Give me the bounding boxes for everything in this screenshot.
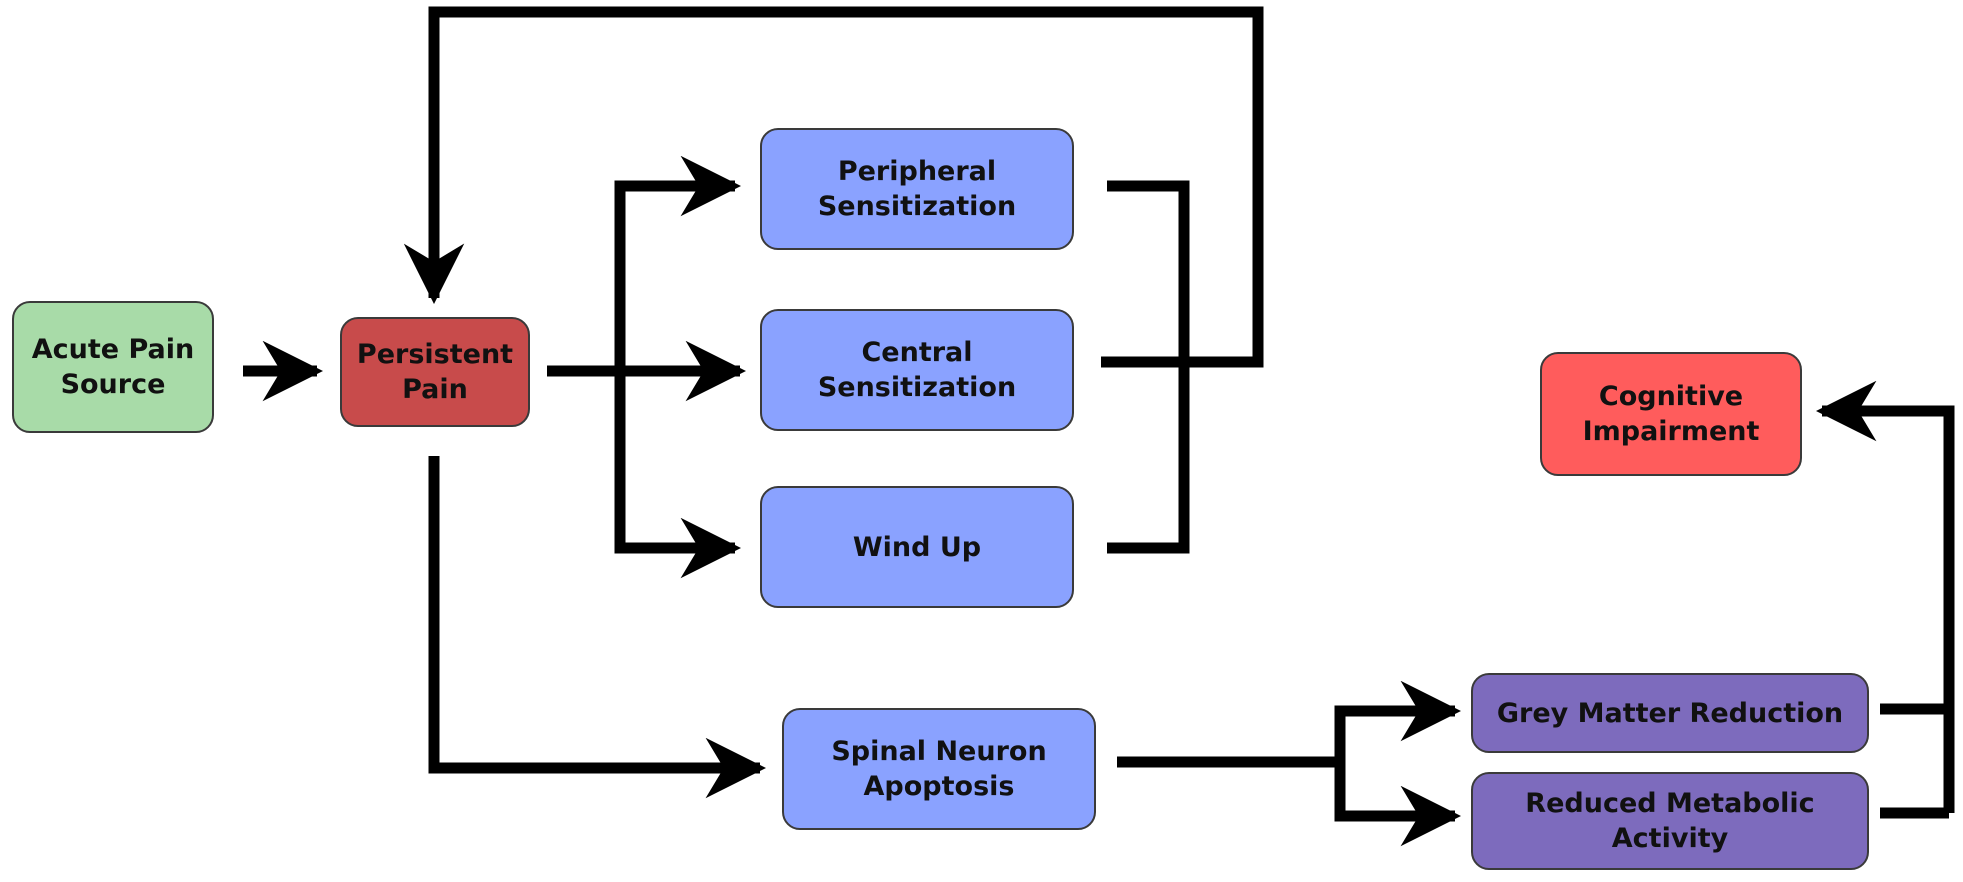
node-peripheral-sensitization-label: Peripheral Sensitization [817, 156, 1017, 222]
node-central-sensitization-label: Central Sensitization [817, 337, 1017, 403]
node-wind-up: Wind Up [760, 486, 1074, 608]
node-reduced-metabolic-activity-label: Reduced Metabolic Activity [1525, 788, 1815, 854]
node-spinal-neuron-apoptosis-label: Spinal Neuron Apoptosis [831, 736, 1047, 802]
node-acute-pain-source: Acute Pain Source [12, 301, 214, 433]
node-acute-pain-source-label: Acute Pain Source [31, 334, 195, 400]
edge-persistent-to-apoptosis [428, 456, 767, 799]
node-cognitive-impairment: Cognitive Impairment [1540, 352, 1802, 476]
node-central-sensitization: Central Sensitization [760, 309, 1074, 431]
node-cognitive-impairment-label: Cognitive Impairment [1582, 381, 1760, 447]
node-wind-up-label: Wind Up [852, 531, 982, 563]
node-grey-matter-reduction: Grey Matter Reduction [1471, 673, 1869, 753]
node-persistent-pain: Persistent Pain [340, 317, 530, 427]
node-reduced-metabolic-activity: Reduced Metabolic Activity [1471, 772, 1869, 870]
node-grey-matter-reduction-label: Grey Matter Reduction [1496, 697, 1844, 729]
edge-feedback-loop [403, 6, 1264, 368]
node-persistent-pain-label: Persistent Pain [356, 339, 514, 405]
node-peripheral-sensitization: Peripheral Sensitization [760, 128, 1074, 250]
edge-cognitive-feed [1822, 411, 1955, 819]
node-spinal-neuron-apoptosis: Spinal Neuron Apoptosis [782, 708, 1096, 830]
